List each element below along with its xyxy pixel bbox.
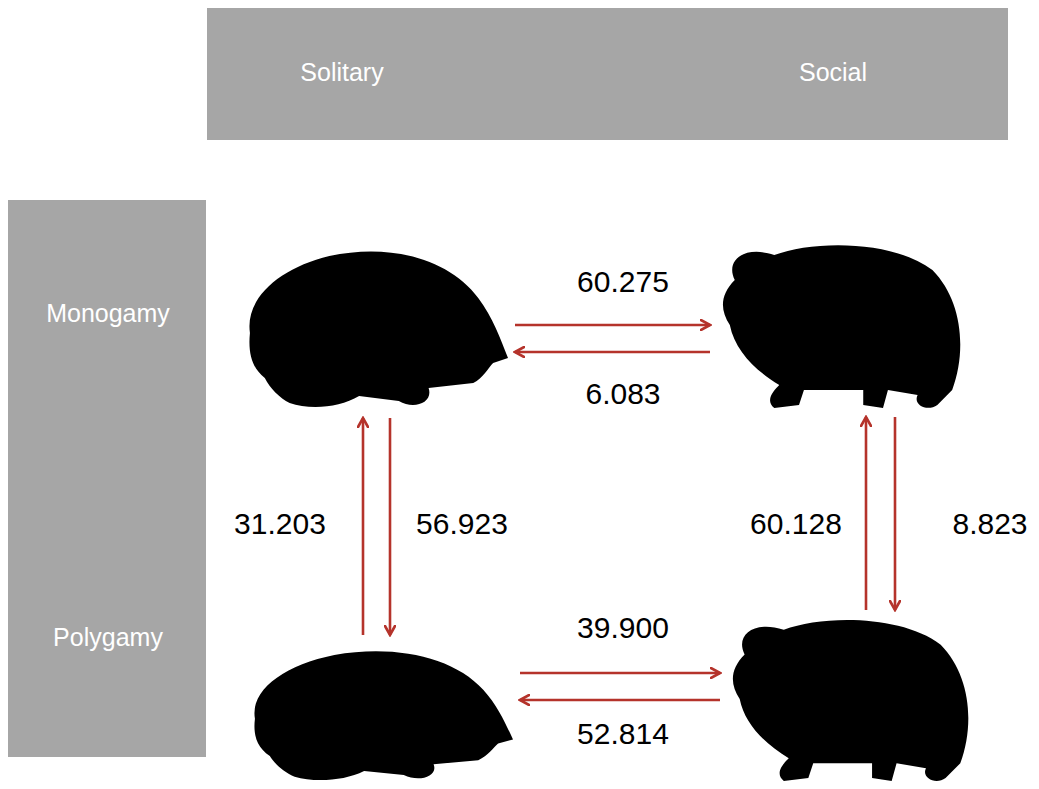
transition-arrow: [865, 417, 868, 610]
transition-arrow: [362, 418, 365, 635]
transition-arrow: [520, 699, 720, 702]
silhouette-body: [733, 620, 968, 781]
social-animal-silhouette: [715, 240, 967, 412]
transition-arrow: [894, 417, 897, 610]
transition-arrow: [520, 672, 720, 675]
row-heading: Polygamy: [53, 623, 163, 652]
transition-rate: 8.823: [950, 507, 1029, 541]
transition-rate: 52.814: [575, 717, 671, 751]
transition-rate: 6.083: [583, 377, 662, 411]
animal-silhouette: [245, 640, 515, 785]
row-heading: Monogamy: [46, 299, 170, 328]
animal-silhouette: [715, 240, 967, 412]
transition-arrow: [515, 351, 710, 354]
animal-silhouette: [725, 615, 975, 785]
silhouette-body: [249, 251, 508, 407]
animal-silhouette: [240, 238, 510, 413]
column-heading: Social: [799, 58, 867, 87]
row-header-band: MonogamyPolygamy: [8, 200, 206, 757]
silhouette-body: [723, 245, 960, 408]
silhouette-body: [254, 651, 513, 780]
transition-arrow: [515, 324, 710, 327]
column-heading: Solitary: [300, 58, 383, 87]
solitary-animal-silhouette: [245, 640, 515, 785]
social-animal-silhouette: [725, 615, 975, 785]
solitary-animal-silhouette: [240, 238, 510, 413]
column-header-band: Solitary Social: [207, 8, 1008, 140]
transition-rate: 60.275: [575, 265, 671, 299]
transition-rate: 31.203: [232, 507, 328, 541]
transition-arrow: [389, 418, 392, 635]
transition-rate: 56.923: [414, 507, 510, 541]
transition-rate: 39.900: [575, 611, 671, 645]
transition-rate: 60.128: [748, 507, 844, 541]
